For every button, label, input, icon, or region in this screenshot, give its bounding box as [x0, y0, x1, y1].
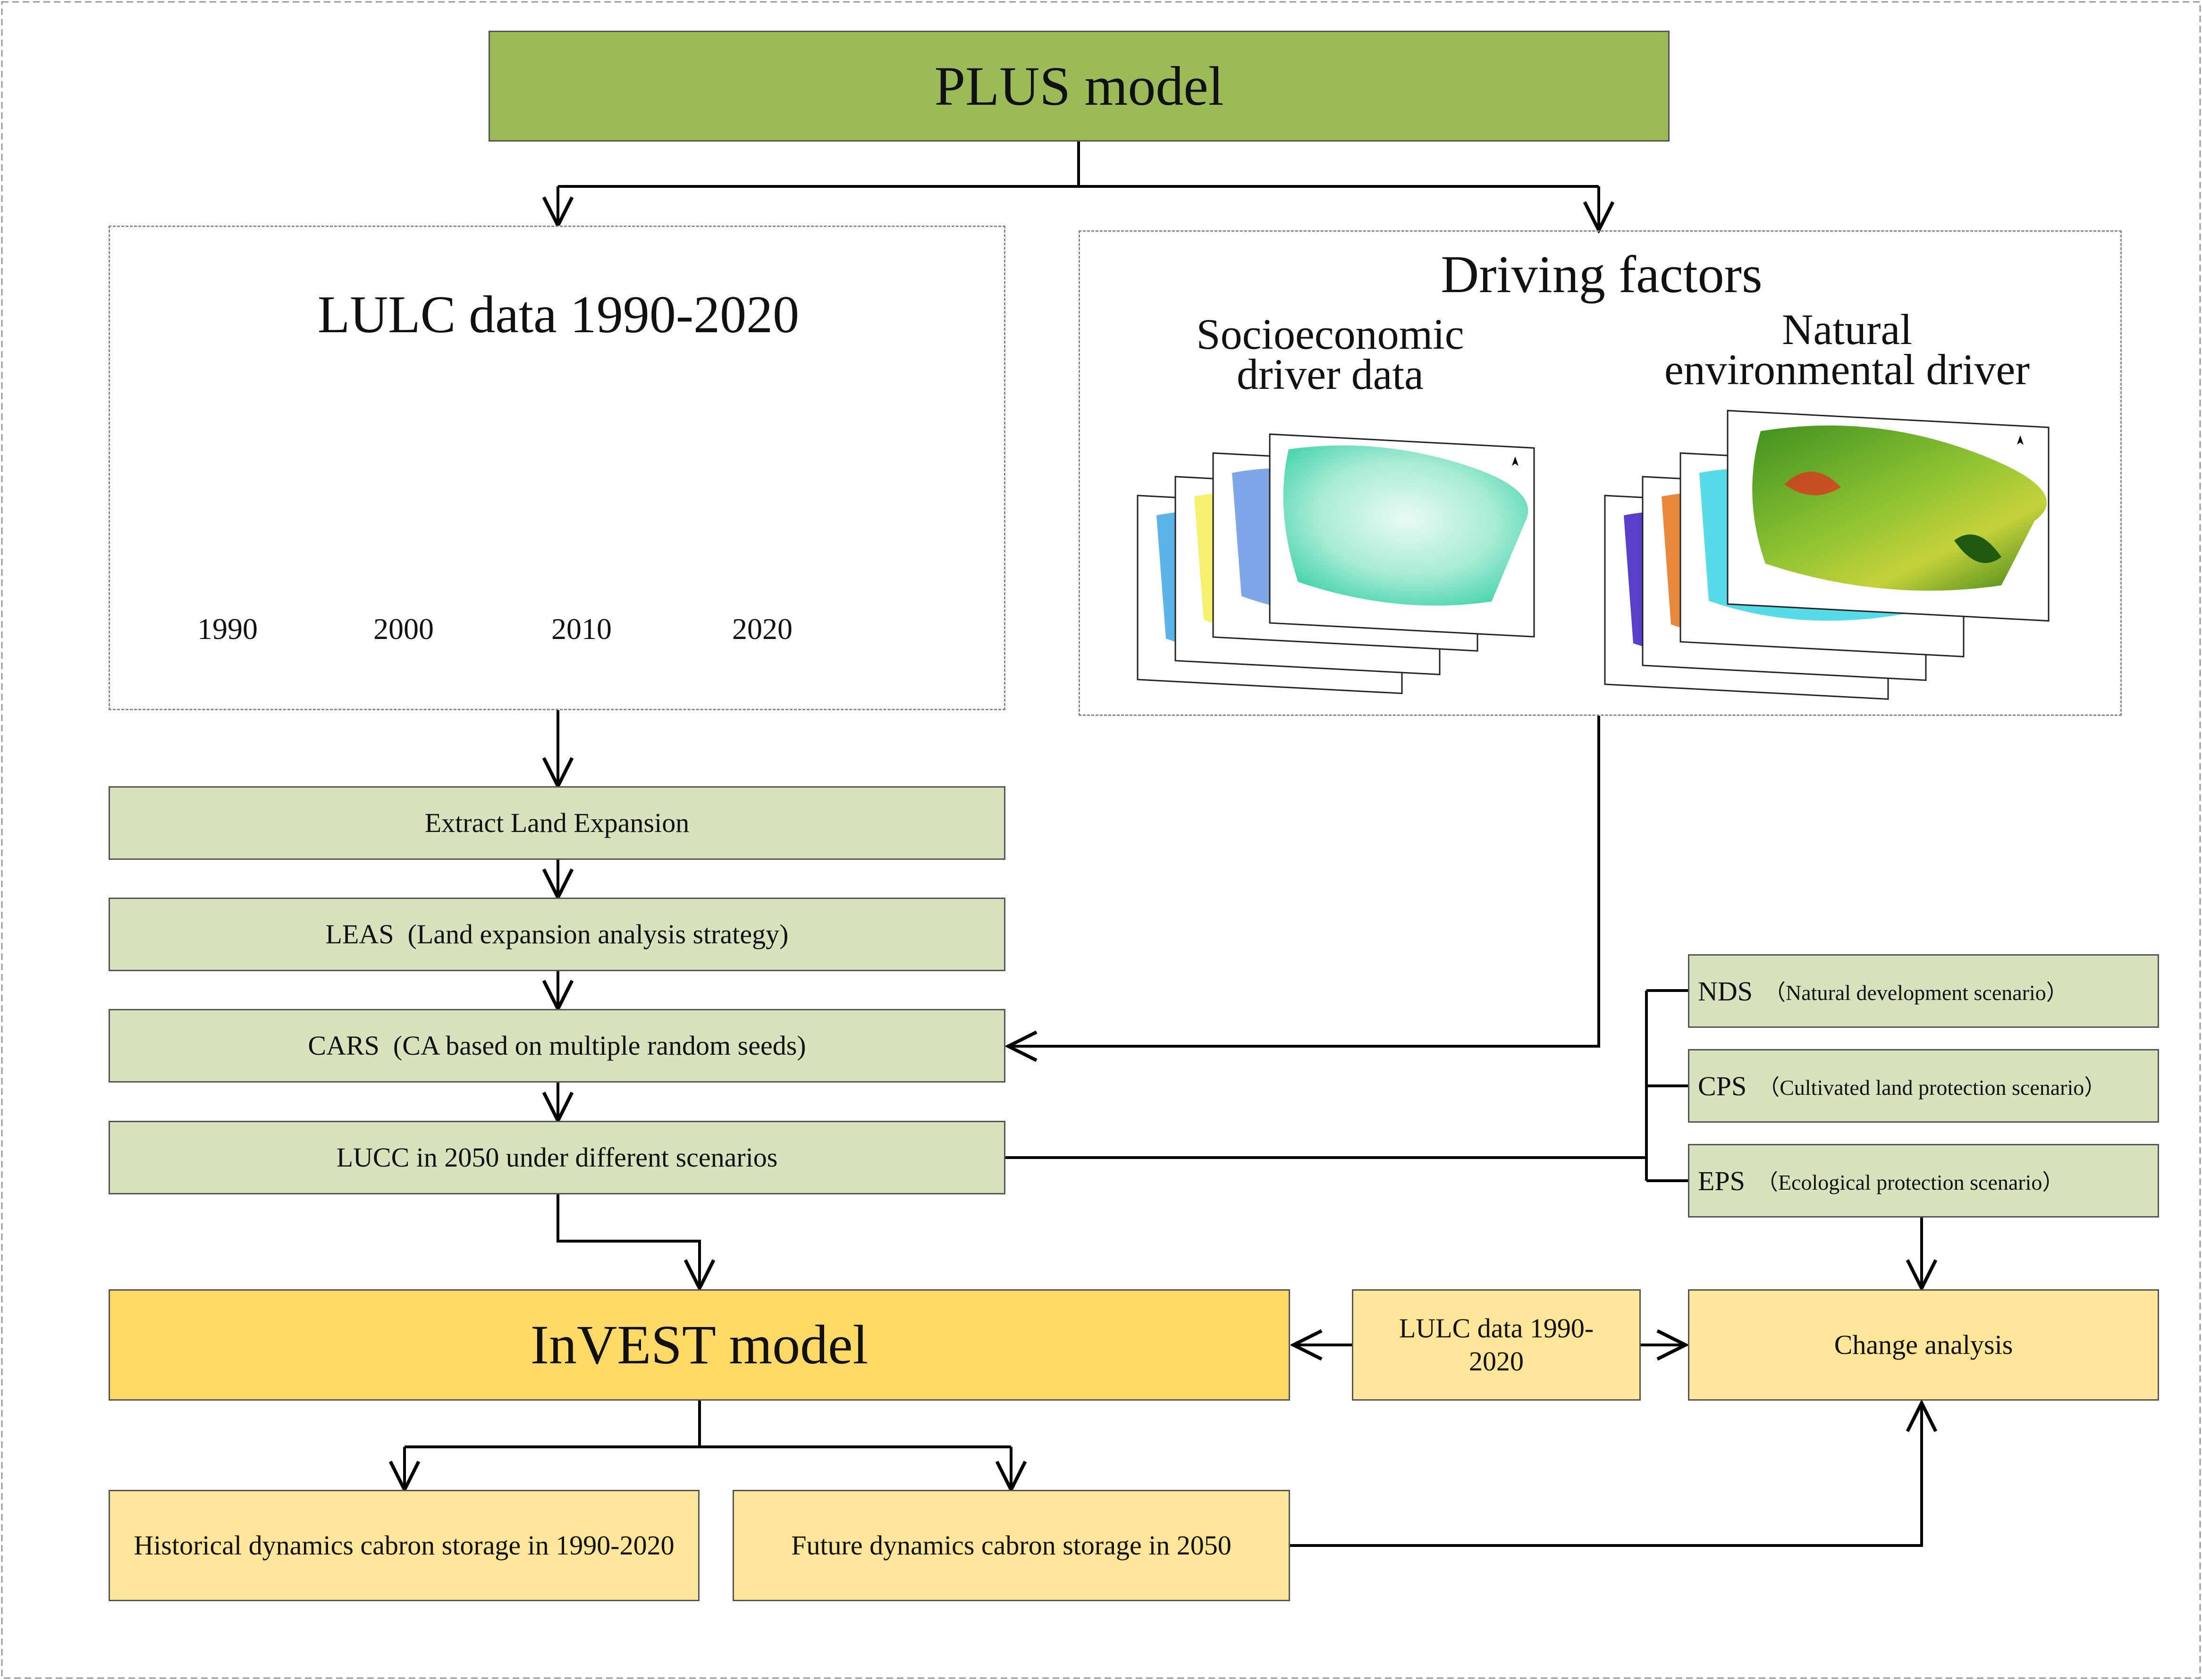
scenario-name: （Natural development scenario） [1764, 981, 2068, 1005]
scenario-code: NDS [1698, 975, 1753, 1007]
lulc-data-small-box: LULC data 1990-2020 [1352, 1289, 1641, 1401]
year-label-2020: 2020 [732, 612, 793, 646]
lulc-data-title: LULC data 1990-2020 [317, 286, 800, 344]
step-label: Extract Land Expansion [424, 807, 690, 839]
scenario-code: EPS [1698, 1165, 1745, 1196]
natural-label-line1: Natural [1782, 305, 1912, 353]
historical-storage-box: Historical dynamics cabron storage in 19… [109, 1490, 700, 1601]
north-arrow-icon [1512, 456, 1519, 466]
scenario-eps-box: EPS （Ecological protection scenario） [1688, 1144, 2159, 1218]
driving-factors-title: Driving factors [1441, 245, 1763, 304]
future-storage-label: Future dynamics cabron storage in 2050 [791, 1530, 1232, 1561]
change-analysis-label: Change analysis [1834, 1329, 2013, 1361]
year-label-2000: 2000 [373, 612, 434, 646]
plus-model-box: PLUS model [489, 31, 1670, 142]
invest-model-box: InVEST model [109, 1289, 1290, 1401]
natural-map-stack [1604, 410, 2050, 700]
year-label-2010: 2010 [551, 612, 612, 646]
scenario-cps-box: CPS （Cultivated land protection scenario… [1688, 1049, 2159, 1123]
scenario-code: CPS [1698, 1070, 1747, 1101]
lulc-data-small-label: LULC data 1990-2020 [1399, 1313, 1594, 1377]
socioeconomic-label: Socioeconomic driver data [1174, 310, 1486, 398]
step-label: LUCC in 2050 under different scenarios [336, 1142, 778, 1173]
socioeconomic-label-line1: Socioeconomic [1196, 310, 1464, 358]
natural-environmental-label: Natural environmental driver [1611, 305, 2083, 394]
arrow-driving-to-cars [1008, 716, 1600, 1046]
driving-factors-panel: Driving factors Socioeconomic driver dat… [1079, 230, 2122, 716]
year-label-1990: 1990 [197, 612, 258, 646]
extract-land-expansion-box: Extract Land Expansion [109, 786, 1005, 860]
north-arrow-icon [2017, 435, 2024, 445]
scenario-name: （Ecological protection scenario） [1756, 1170, 2064, 1194]
step-label: CARS (CA based on multiple random seeds) [308, 1030, 806, 1061]
natural-label-line2: environmental driver [1664, 345, 2030, 394]
future-storage-box: Future dynamics cabron storage in 2050 [733, 1490, 1290, 1601]
plus-model-title: PLUS model [934, 55, 1224, 117]
lucc-2050-box: LUCC in 2050 under different scenarios [109, 1121, 1005, 1194]
step-label: LEAS (Land expansion analysis strategy) [325, 919, 789, 950]
change-analysis-box: Change analysis [1688, 1289, 2159, 1401]
scenario-name: （Cultivated land protection scenario） [1758, 1075, 2106, 1100]
leas-box: LEAS (Land expansion analysis strategy) [109, 898, 1005, 971]
cars-box: CARS (CA based on multiple random seeds) [109, 1009, 1005, 1083]
socio-map-stack [1137, 433, 1535, 694]
invest-model-title: InVEST model [530, 1314, 869, 1376]
historical-storage-label: Historical dynamics cabron storage in 19… [134, 1530, 675, 1561]
scenario-nds-box: NDS （Natural development scenario） [1688, 954, 2159, 1028]
lulc-data-panel: LULC data 1990-2020 1990 2000 2010 2020 [109, 226, 1005, 710]
socioeconomic-label-line2: driver data [1237, 350, 1424, 398]
